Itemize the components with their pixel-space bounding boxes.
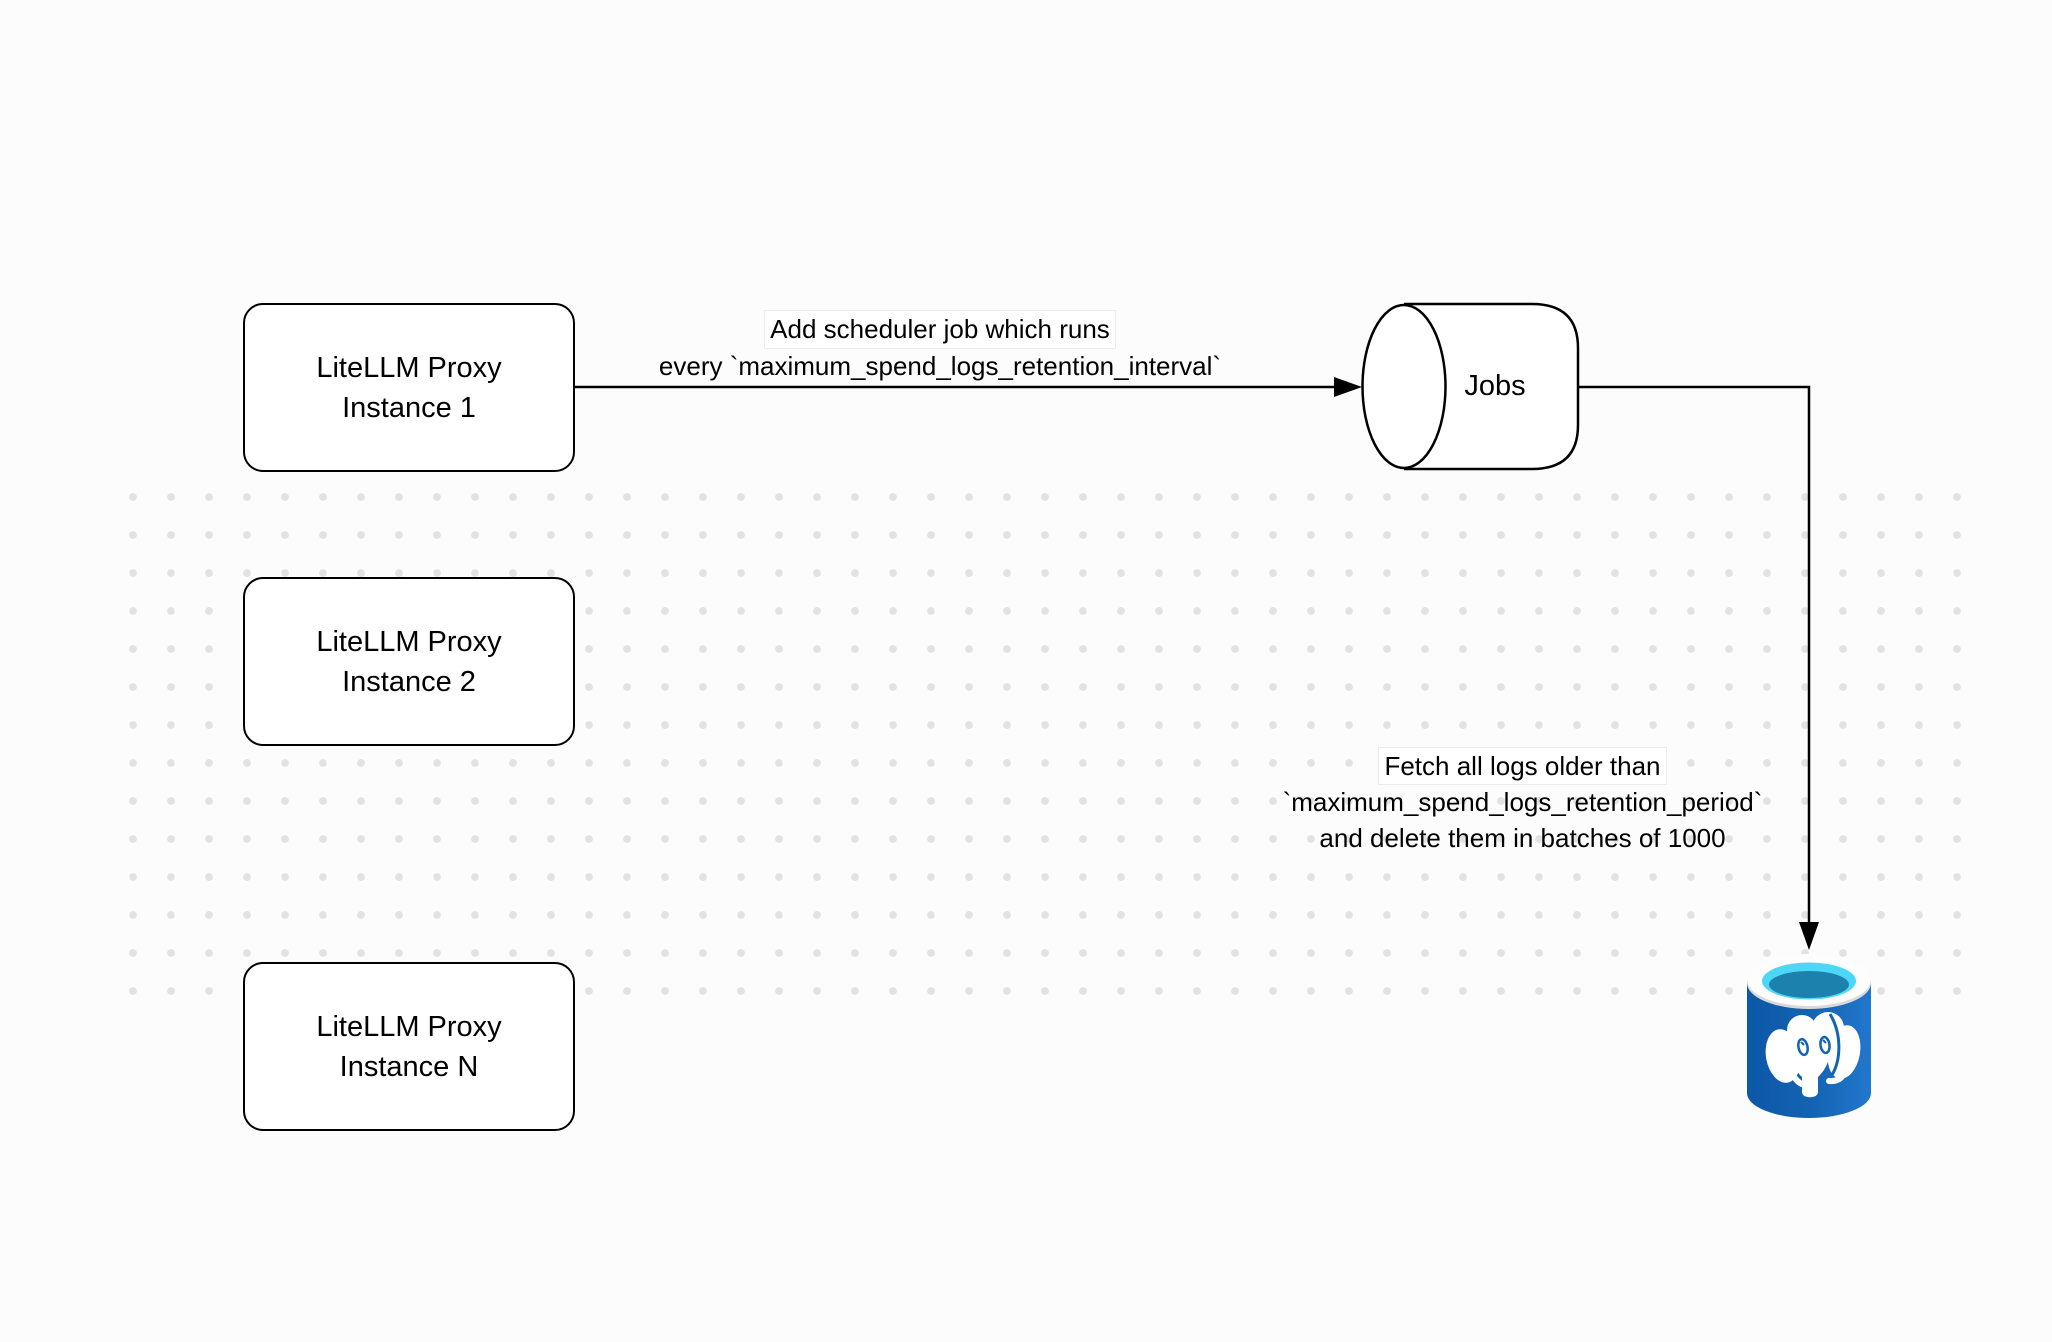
postgres-elephant-tusks: [1792, 1067, 1848, 1088]
edge-label-fetch-delete-logs: Fetch all logs older than `maximum_spend…: [1190, 748, 1855, 856]
node-label-line: LiteLLM Proxy: [316, 1010, 502, 1043]
node-label-line: LiteLLM Proxy: [316, 351, 502, 384]
edge-label-line: every `maximum_spend_logs_retention_inte…: [658, 351, 1222, 381]
edge-label-line: Fetch all logs older than: [1379, 748, 1666, 784]
node-litellm-proxy-instance-1: LiteLLM Proxy Instance 1: [243, 303, 575, 472]
node-label-line: Instance 2: [342, 665, 476, 698]
edge-label-scheduler-job: Add scheduler job which runs every `maxi…: [595, 311, 1285, 385]
node-litellm-proxy-instance-2: LiteLLM Proxy Instance 2: [243, 577, 575, 746]
postgres-elephant-details: [1797, 1013, 1841, 1076]
edge-label-line: `maximum_spend_logs_retention_period`: [1282, 787, 1763, 817]
arrowhead-right-icon: [1334, 377, 1362, 397]
node-litellm-proxy-instance-n: LiteLLM Proxy Instance N: [243, 962, 575, 1131]
arrowhead-down-icon: [1799, 922, 1819, 950]
jobs-text: Jobs: [1464, 370, 1526, 402]
node-jobs-label: Jobs: [1412, 304, 1578, 469]
jobs-queue-cylinder: [1361, 302, 1580, 471]
node-label-line: LiteLLM Proxy: [316, 625, 502, 658]
postgresql-database-icon: [1747, 954, 1871, 1118]
edge-proxy1-to-jobs: [572, 377, 1362, 397]
edge-label-line: Add scheduler job which runs: [765, 311, 1115, 348]
node-label-line: Instance N: [339, 1050, 479, 1083]
edge-jobs-to-database: [1578, 385, 1819, 950]
node-label-line: Instance 1: [342, 391, 476, 424]
edge-label-line: and delete them in batches of 1000: [1319, 823, 1726, 853]
